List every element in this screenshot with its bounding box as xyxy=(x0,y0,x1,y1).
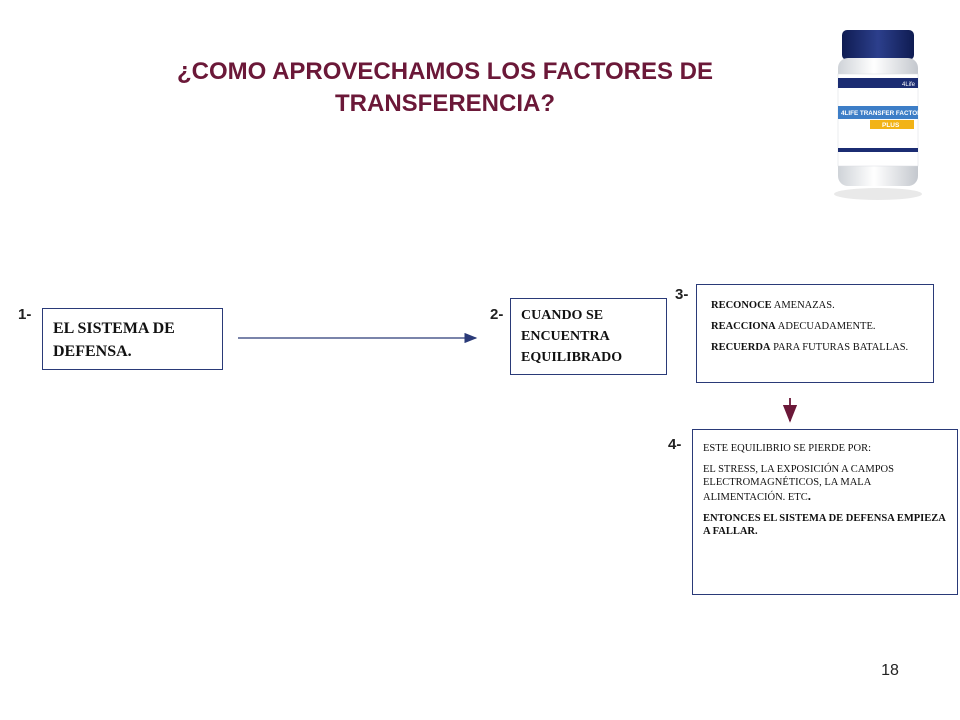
step-3-box: RECONOCE AMENAZAS. REACCIONA ADECUADAMEN… xyxy=(696,284,934,383)
slide-title-line2: TRANSFERENCIA? xyxy=(335,90,555,117)
step-1-text-line1: EL SISTEMA DE xyxy=(53,320,175,337)
step-3-item-keyword: RECONOCE xyxy=(711,300,772,311)
step-2-text-line2: ENCUENTRA xyxy=(521,329,610,344)
step-3-item-rest: PARA FUTURAS BATALLAS. xyxy=(770,342,909,353)
step-4-paragraph-2-dot: . xyxy=(807,488,811,503)
step-3-item: REACCIONA ADECUADAMENTE. xyxy=(711,320,919,333)
page-number: 18 xyxy=(881,662,899,679)
product-bottle-image: 4Life 4LIFE TRANSFER FACTOR PLUS xyxy=(834,30,922,200)
step-4-paragraph-3: ENTONCES EL SISTEMA DE DEFENSA EMPIEZA A… xyxy=(703,513,946,537)
step-4-paragraph-1: ESTE EQUILIBRIO SE PIERDE POR: xyxy=(703,443,871,454)
step-3-item-keyword: REACCIONA xyxy=(711,321,776,332)
step-3-item: RECONOCE AMENAZAS. xyxy=(711,299,919,312)
step-4-paragraph-2: EL STRESS, LA EXPOSICIÓN A CAMPOS ELECTR… xyxy=(703,463,947,504)
step-4-box: ESTE EQUILIBRIO SE PIERDE POR: EL STRESS… xyxy=(692,429,958,595)
step-4-number: 4- xyxy=(668,436,682,453)
step-3-item: RECUERDA PARA FUTURAS BATALLAS. xyxy=(711,341,919,354)
step-3-number: 3- xyxy=(675,286,689,303)
step-2-text-line1: CUANDO SE xyxy=(521,308,604,323)
step-3-item-rest: AMENAZAS. xyxy=(771,300,835,311)
step-1-text-line2: DEFENSA. xyxy=(53,343,132,360)
step-2-text-line3: EQUILIBRADO xyxy=(521,350,623,365)
step-1-number: 1- xyxy=(18,306,32,323)
slide-title-line1: ¿COMO APROVECHAMOS LOS FACTORES DE xyxy=(176,58,714,85)
slide-title: ¿COMO APROVECHAMOS LOS FACTORES DE TRANS… xyxy=(90,56,800,120)
product-plus-text: PLUS xyxy=(882,122,900,129)
step-4-paragraph-2-text: EL STRESS, LA EXPOSICIÓN A CAMPOS ELECTR… xyxy=(703,464,894,503)
product-name-text: 4LIFE TRANSFER FACTOR xyxy=(841,110,922,117)
step-2-box: CUANDO SE ENCUENTRA EQUILIBRADO xyxy=(510,298,667,375)
step-2-number: 2- xyxy=(490,306,504,323)
step-1-box: EL SISTEMA DE DEFENSA. xyxy=(42,308,223,370)
step-3-item-rest: ADECUADAMENTE. xyxy=(775,321,876,332)
step-3-item-keyword: RECUERDA xyxy=(711,342,771,353)
product-brand-text: 4Life xyxy=(902,82,916,88)
